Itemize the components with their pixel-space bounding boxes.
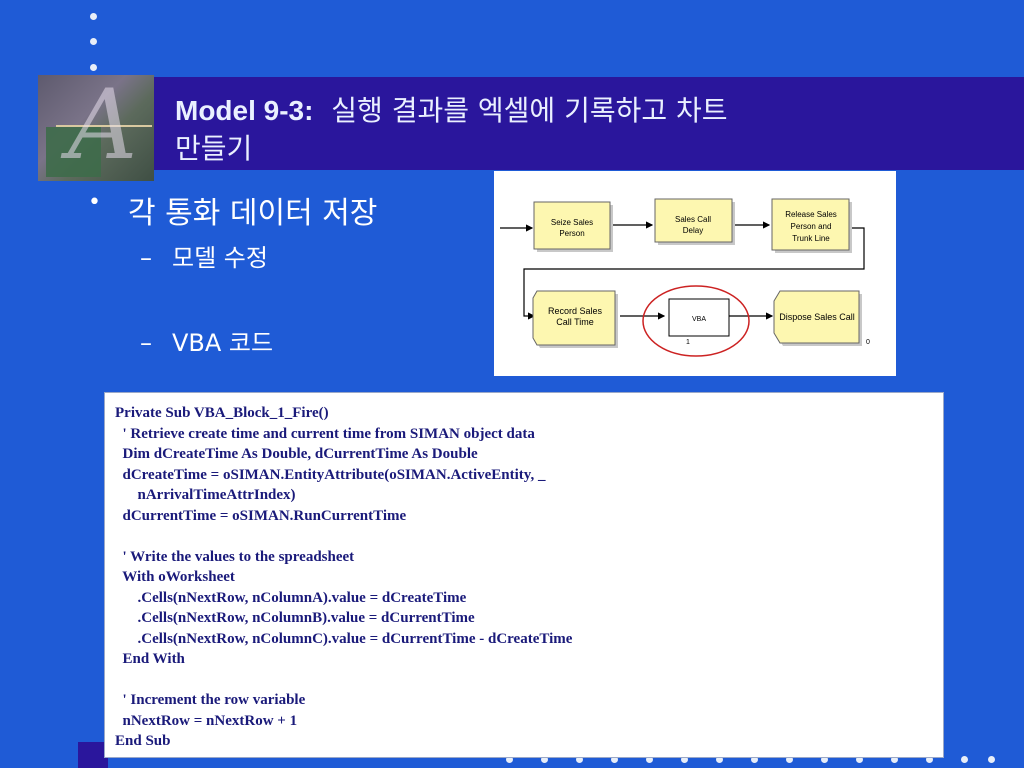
bullet-sub-1-text: 모델 수정 (172, 244, 268, 272)
code-line: Private Sub VBA_Block_1_Fire() (115, 405, 329, 421)
svg-text:0: 0 (866, 339, 870, 346)
code-line: dCreateTime = oSIMAN.EntityAttribute(oSI… (115, 466, 546, 483)
svg-text:Call Time: Call Time (556, 317, 594, 327)
model-diagram: Seize Sales Person Sales Call Delay Rele… (494, 171, 896, 376)
bottom-band (78, 742, 108, 768)
svg-text:1: 1 (686, 339, 690, 346)
block-release-sales-person: Release Sales Person and Trunk Line (771, 198, 852, 253)
dash-icon: – (140, 244, 152, 272)
code-line: .Cells(nNextRow, nColumnB).value = dCurr… (115, 610, 475, 626)
title-korean-line1: 실행 결과를 엑셀에 기록하고 차트 (331, 94, 728, 127)
svg-text:Dispose Sales Call: Dispose Sales Call (779, 312, 855, 322)
code-line: nArrivalTimeAttrIndex) (115, 487, 296, 503)
title-korean-line2: 만들기 (175, 132, 253, 165)
code-line: ' Retrieve create time and current time … (115, 425, 535, 442)
svg-text:Person: Person (559, 229, 584, 238)
svg-text:VBA: VBA (692, 316, 706, 323)
bullet-sub-1: –모델 수정 (140, 238, 268, 273)
svg-text:Person and: Person and (791, 222, 832, 231)
code-line: .Cells(nNextRow, nColumnA).value = dCrea… (115, 589, 467, 606)
svg-text:Release Sales: Release Sales (785, 210, 837, 219)
bullet-sub-2-text: VBA 코드 (172, 329, 274, 357)
code-line: Dim dCreateTime As Double, dCurrentTime … (115, 446, 478, 462)
dash-icon: – (140, 329, 152, 357)
code-line (115, 526, 572, 547)
svg-text:Trunk Line: Trunk Line (792, 234, 830, 243)
title-bar (153, 77, 1024, 170)
code-line: ' Increment the row variable (115, 692, 306, 708)
svg-text:Delay: Delay (683, 226, 703, 235)
flowchart-svg: Seize Sales Person Sales Call Delay Rele… (500, 198, 870, 357)
block-sales-call-delay: Sales Call Delay (654, 198, 735, 245)
vba-code-box: Private Sub VBA_Block_1_Fire() ' Retriev… (104, 392, 944, 758)
code-line: .Cells(nNextRow, nColumnC).value = dCurr… (115, 630, 573, 647)
bullet-sub-2: –VBA 코드 (140, 323, 273, 358)
code-line: nNextRow = nNextRow + 1 (115, 712, 298, 729)
code-line: With oWorksheet (115, 569, 235, 585)
title-model: Model 9-3: (175, 95, 314, 126)
vba-highlight-ellipse (642, 285, 750, 357)
svg-text:Seize Sales: Seize Sales (551, 218, 593, 227)
code-line: End Sub (115, 733, 171, 749)
block-vba: VBA 1 (668, 298, 730, 346)
bullet-main-text: 각 통화 데이터 저장 (128, 196, 378, 231)
logo-image: A (38, 75, 154, 181)
svg-text:Sales Call: Sales Call (675, 215, 711, 224)
block-dispose-sales-call: Dispose Sales Call 0 (773, 290, 870, 346)
code-line: End With (115, 651, 185, 667)
code-line: ' Write the values to the spreadsheet (115, 548, 355, 565)
code-line (115, 670, 572, 691)
block-seize-sales-person: Seize Sales Person (533, 201, 613, 252)
svg-text:Record Sales: Record Sales (548, 306, 603, 316)
code-line: dCurrentTime = oSIMAN.RunCurrentTime (115, 507, 407, 524)
slide-title: Model 9-3: 실행 결과를 엑셀에 기록하고 차트 만들기 (175, 92, 915, 168)
bullet-dot-icon: • (88, 190, 101, 215)
vba-code: Private Sub VBA_Block_1_Fire() ' Retriev… (115, 403, 572, 752)
block-record-sales-call-time: Record Sales Call Time (532, 290, 618, 348)
